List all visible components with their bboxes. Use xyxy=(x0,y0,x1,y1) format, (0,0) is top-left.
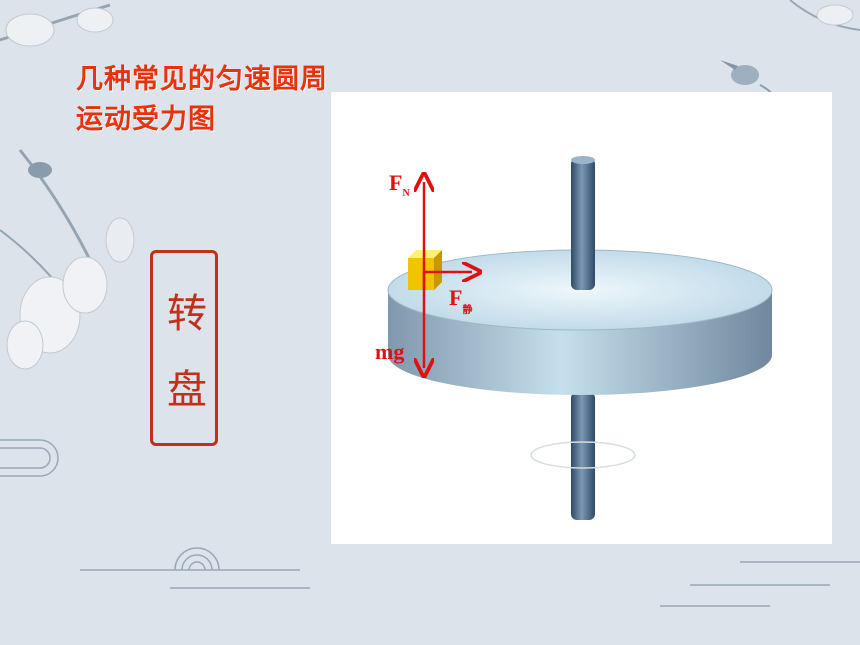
title-line-2: 运动受力图 xyxy=(76,104,216,135)
top-right-branch-decoration xyxy=(789,0,860,31)
normal-force-label: FN xyxy=(389,170,410,199)
gravity-label: mg xyxy=(375,339,405,364)
slide-title: 几种常见的匀速圆周 运动受力图 xyxy=(76,60,328,140)
static-friction-subscript: 静 xyxy=(462,305,473,316)
seal-char-2: 盘 xyxy=(167,367,207,413)
static-friction-symbol: F xyxy=(449,285,463,310)
rotation-indicator xyxy=(530,441,636,469)
wave-line-decoration xyxy=(0,439,860,607)
title-line-1: 几种常见的匀速圆周 xyxy=(76,64,328,95)
normal-force-subscript: N xyxy=(402,188,410,199)
upper-axle xyxy=(571,158,595,290)
magnolia-branch-decoration xyxy=(0,3,135,370)
turntable-seal: 转 盘 xyxy=(150,250,218,446)
axle-top-cap xyxy=(571,156,595,164)
static-friction-label: F静 xyxy=(449,285,472,316)
normal-force-symbol: F xyxy=(389,170,403,195)
lower-axle xyxy=(571,392,595,520)
block xyxy=(408,250,442,290)
seal-char-1: 转 xyxy=(167,291,207,337)
